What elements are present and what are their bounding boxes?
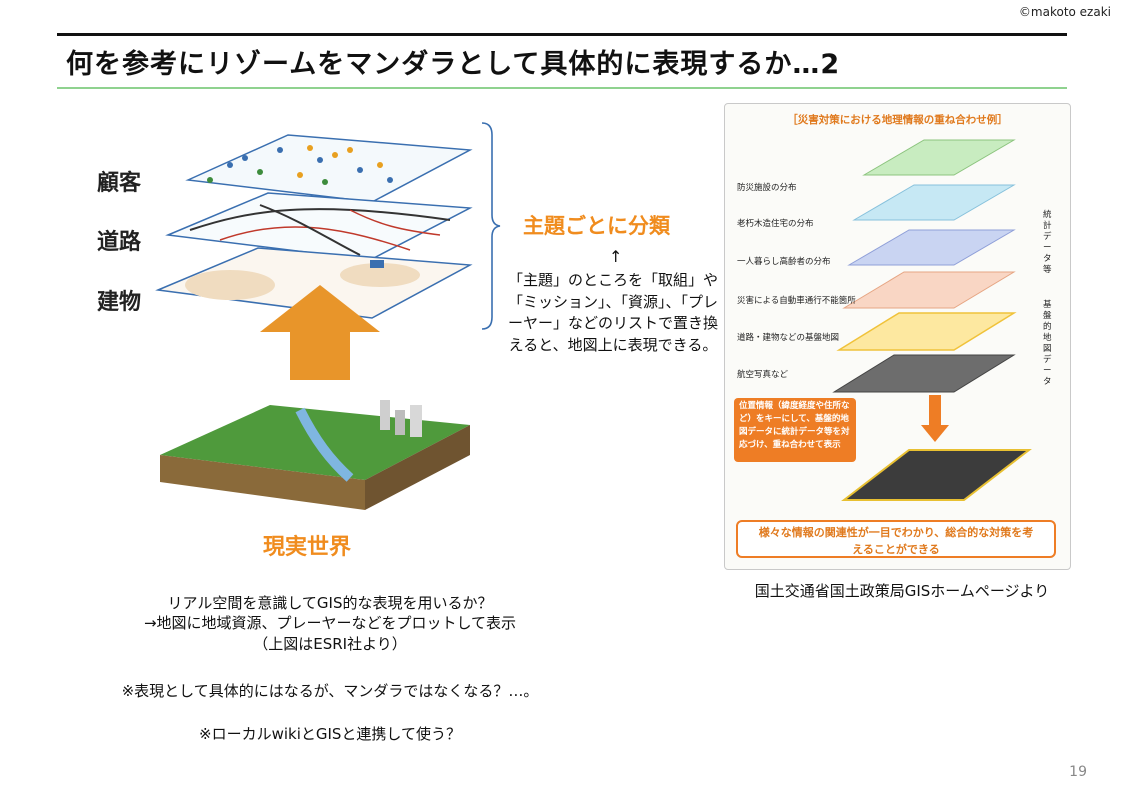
replacement-note: 「主題」のところを「取組」や「ミッション」、「資源」、「プレーヤー」などのリスト…	[507, 271, 718, 354]
topic-label: 主題ごとに分類	[523, 214, 670, 238]
gis-source-caption: 国土交通省国土政策局GISホームページより	[754, 582, 1050, 600]
title-rule-bottom	[57, 87, 1067, 89]
body-line-1: リアル空間を意識してGIS的な表現を用いるか？	[167, 594, 493, 612]
arrow-up-icon: ↑	[609, 247, 623, 266]
real-world-label: 現実世界	[263, 535, 352, 560]
page-title: 何を参考にリゾームをマンダラとして具体的に表現するか…2	[66, 49, 841, 80]
overlay-layer-3: 災害による自動車通行不能箇所	[737, 296, 856, 306]
body-line-2: →地図に地域資源、プレーヤーなどをプロットして表示	[143, 614, 517, 632]
gis-layers-illustration	[155, 134, 473, 510]
body-line-3: （上図はESRI社より）	[253, 635, 407, 653]
bracket-icon	[481, 122, 501, 330]
layer-label-buildings: 建物	[97, 290, 142, 315]
layer-label-roads: 道路	[97, 230, 142, 255]
page-number: 19	[1069, 764, 1087, 780]
overlay-summary-box: 様々な情報の関連性が一目でわかり、総合的な対策を考えることができる	[736, 520, 1056, 558]
group-label-base-map: 基盤的地図データ	[1043, 300, 1052, 387]
layer-label-customers: 顧客	[97, 171, 142, 196]
overlay-layer-5: 航空写真など	[737, 370, 789, 380]
overlay-layer-4: 道路・建物などの基盤地図	[737, 333, 840, 343]
overlay-layers-graphic	[832, 139, 1032, 501]
group-label-statistics: 統計データ等	[1043, 210, 1052, 275]
key-matching-note: 位置情報（緯度経度や住所など）をキーにして、基盤的地図データに統計データ等を対応…	[734, 398, 856, 462]
overlay-layer-1: 老朽木造住宅の分布	[737, 219, 814, 229]
title-rule-top	[57, 33, 1067, 36]
body-line-4: ※表現として具体的にはなるが、マンダラではなくなる？…。	[121, 682, 539, 700]
overlay-layer-2: 一人暮らし高齢者の分布	[737, 257, 831, 267]
body-line-5: ※ローカルwikiとGISと連携して使う？	[199, 725, 461, 743]
copyright: ©makoto ezaki	[1018, 5, 1111, 19]
overlay-figure-title: ［災害対策における地理情報の重ね合わせ例］	[787, 114, 1008, 126]
overlay-layer-0: 防災施設の分布	[737, 183, 797, 193]
